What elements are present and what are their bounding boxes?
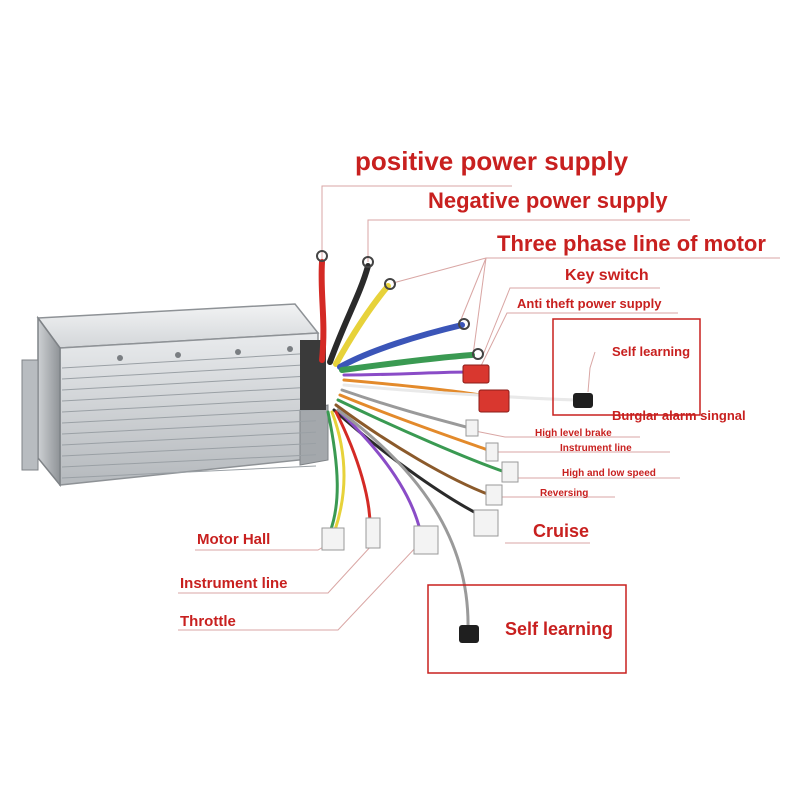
ring-terminal-phase-b xyxy=(458,318,470,330)
white-connector-instrument xyxy=(485,442,499,462)
label-anti-theft-power-supply: Anti theft power supply xyxy=(517,296,662,311)
self-learning-box-bottom xyxy=(427,584,627,674)
mounting-flange-left xyxy=(21,359,39,471)
wire-phase-yellow xyxy=(333,283,391,367)
cooling-fin xyxy=(61,397,317,413)
leader-key xyxy=(482,287,660,356)
wire-phase-blue xyxy=(337,322,465,370)
wire-positive xyxy=(318,259,327,363)
label-three-phase-line: Three phase line of motor xyxy=(497,231,766,256)
leader-phase-a xyxy=(392,257,487,284)
leader-instrument-left xyxy=(178,544,373,594)
red-connector-key xyxy=(462,364,490,384)
label-reversing: Reversing xyxy=(540,488,589,499)
label-self-learning-top: Self learning xyxy=(612,344,691,359)
wire-reversing xyxy=(334,403,492,497)
wire-key-switch xyxy=(342,370,470,377)
label-instrument-line-left: Instrument line xyxy=(180,575,288,592)
ring-terminal-phase-c xyxy=(472,348,484,360)
wire-negative xyxy=(327,263,371,365)
ring-terminals xyxy=(316,250,484,360)
label-burglar-alarm-signal: Burglar alarm singnal xyxy=(612,408,746,423)
label-high-and-low-speed: High and low speed xyxy=(562,468,656,479)
white-connector-reversing xyxy=(485,484,503,506)
housing-end xyxy=(37,315,61,488)
white-connector-instrument-left xyxy=(365,517,381,549)
white-connector-cruise xyxy=(473,509,499,537)
wire-self-bottom xyxy=(336,408,470,632)
leader-phase-b xyxy=(459,257,487,323)
cooling-fin xyxy=(61,409,317,424)
cooling-fin xyxy=(61,465,317,479)
ring-terminal-positive xyxy=(316,250,328,262)
cooling-fins xyxy=(61,352,317,479)
cooling-fin xyxy=(61,454,317,468)
label-motor-hall: Motor Hall xyxy=(197,531,271,548)
cooling-fin xyxy=(61,363,317,380)
wire-phase-green xyxy=(339,352,475,373)
leader-negative xyxy=(367,219,690,262)
leader-positive xyxy=(321,185,512,260)
cooling-fin xyxy=(61,352,317,369)
leader-phase-c xyxy=(472,257,487,356)
wire-hall-green xyxy=(326,410,339,534)
label-high-level-brake: High level brake xyxy=(535,428,612,439)
wire-high-brake xyxy=(340,388,472,430)
cooling-fin xyxy=(61,420,317,435)
wire-instrument-right xyxy=(338,393,490,452)
label-key-switch: Key switch xyxy=(565,267,649,284)
self-learning-box-top xyxy=(552,318,701,416)
cooling-fin xyxy=(61,386,317,402)
wire-throttle xyxy=(338,410,422,532)
mounting-flange-right xyxy=(299,404,329,466)
black-connector-self-bottom xyxy=(459,625,479,643)
white-connector-hall xyxy=(321,527,345,551)
controller-housing xyxy=(21,303,329,488)
leader-high-brake xyxy=(469,429,640,438)
label-negative-power-supply: Negative power supply xyxy=(428,188,668,213)
ring-terminal-phase-a xyxy=(384,278,396,290)
label-self-learning-bottom: Self learning xyxy=(505,619,614,639)
screw-hole xyxy=(235,349,241,355)
white-connector-high-low xyxy=(501,461,519,483)
wire-high-low xyxy=(336,398,507,474)
ring-terminal-negative xyxy=(362,256,374,268)
screw-hole xyxy=(117,355,123,361)
label-cruise: Cruise xyxy=(533,521,590,541)
wire-self-top xyxy=(342,383,577,402)
wire-harness xyxy=(318,259,577,632)
label-positive-power-supply: positive power supply xyxy=(355,146,629,176)
black-connector-self-top xyxy=(573,393,593,408)
wire-instrument-left xyxy=(334,410,372,527)
wire-hall-yellow xyxy=(330,410,346,532)
leader-throttle xyxy=(178,544,419,631)
label-throttle: Throttle xyxy=(180,613,236,630)
white-connector-throttle xyxy=(413,525,439,555)
cooling-fin xyxy=(61,442,317,457)
red-connector-anti-theft xyxy=(478,389,510,413)
leader-anti xyxy=(477,312,678,373)
cooling-fin xyxy=(61,431,317,446)
screw-hole xyxy=(287,346,293,352)
housing-front xyxy=(59,332,319,486)
connectors xyxy=(321,364,593,643)
white-connector-brake xyxy=(465,419,479,437)
cooling-fin xyxy=(61,375,317,391)
screw-hole xyxy=(175,352,181,358)
leader-self-top xyxy=(587,351,596,393)
label-instrument-line-right: Instrument line xyxy=(560,443,632,454)
